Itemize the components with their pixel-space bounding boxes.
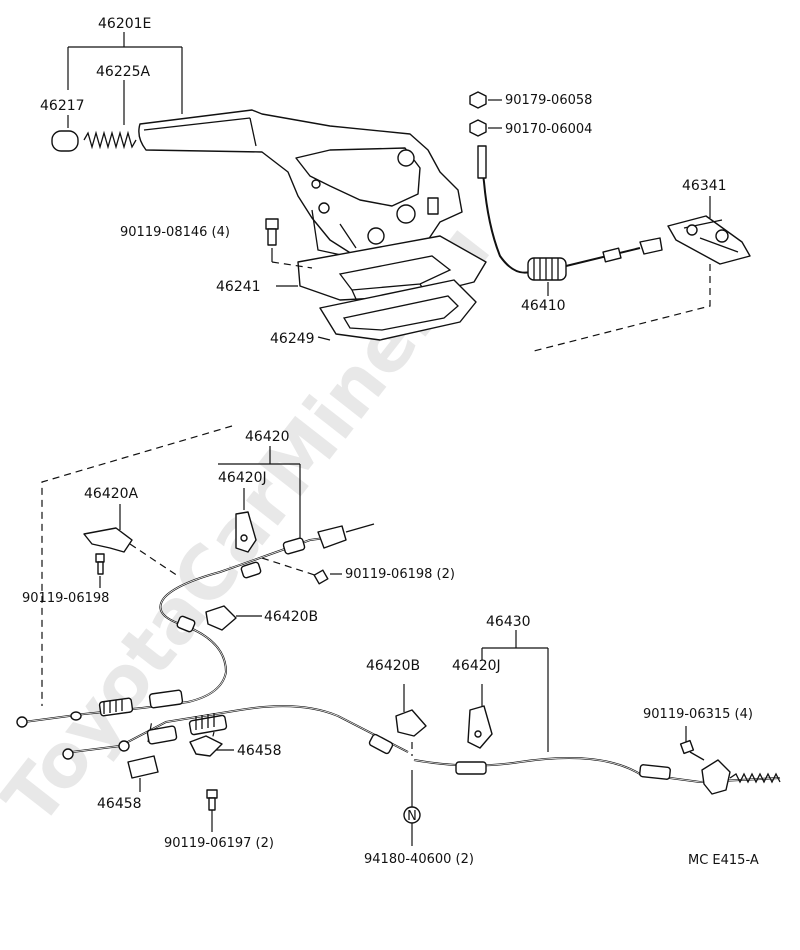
front-brake-cable [477, 145, 663, 296]
cable-equalizer [667, 196, 751, 265]
label-46420j-upper: 46420J [218, 470, 267, 486]
release-knob [51, 130, 79, 152]
bolt-90119-06197 [206, 789, 218, 832]
clamp-dashed-link [129, 543, 179, 577]
label-46420b-upper: 46420B [264, 609, 318, 625]
leader-46249 [317, 336, 331, 341]
release-spring [83, 130, 137, 150]
label-90119-06198: 90119-06198 [22, 591, 109, 606]
nut-90179-06058 [469, 91, 502, 109]
label-90119-06198-pair: 90119-06198 (2) [345, 567, 455, 582]
bolt-90119-08146 [265, 218, 279, 262]
left-cable-dashed-boundary [41, 425, 233, 706]
note-n-symbol: N [407, 809, 417, 824]
equalizer-dashed-link [529, 264, 711, 353]
label-46420b-lower: 46420B [366, 658, 420, 674]
label-90170-06004: 90170-06004 [505, 122, 592, 137]
parking-brake-lever [138, 109, 463, 259]
lever-assembly-bracket [67, 32, 183, 128]
cable-retainer-46458-left [127, 755, 159, 792]
cable-clamp-46420b-upper [205, 605, 262, 631]
label-46217: 46217 [40, 98, 85, 114]
label-90119-06197: 90119-06197 (2) [164, 836, 274, 851]
nut-90170-06004 [469, 119, 502, 137]
bolt-90119-06315 [679, 726, 705, 761]
bolt-90119-06198-pair [313, 569, 342, 585]
label-90179-06058: 90179-06058 [505, 93, 592, 108]
label-46201e: 46201E [98, 16, 151, 32]
label-46420: 46420 [245, 429, 290, 445]
figure-code: MC E415-A [688, 853, 759, 868]
label-46458-left: 46458 [97, 796, 142, 812]
cable-clamp-46420a [83, 504, 133, 588]
bolt-dashed-guide [271, 261, 313, 269]
label-90119-08146: 90119-08146 (4) [120, 225, 230, 240]
label-46341: 46341 [682, 178, 727, 194]
cable-clamp-46420j-upper [235, 511, 257, 553]
label-94180-40600: 94180-40600 (2) [364, 852, 474, 867]
cable-clamp-46420b-lower [395, 709, 427, 737]
label-46249: 46249 [270, 331, 315, 347]
label-46420j-lower: 46420J [452, 658, 501, 674]
left-rear-cable [16, 523, 375, 728]
label-46225a: 46225A [96, 64, 151, 80]
label-46241: 46241 [216, 279, 261, 295]
left-cable-bracket [218, 446, 301, 542]
cable-clamp-46420j-lower [467, 705, 493, 749]
right-rear-cable [62, 705, 781, 795]
label-46410: 46410 [521, 298, 566, 314]
label-46458-right: 46458 [237, 743, 282, 759]
nut-94180-40600: N [403, 770, 421, 846]
boot-gasket [319, 279, 477, 341]
bolt-dashed-link [261, 557, 325, 579]
cable-retainer-46458-right [189, 735, 234, 757]
label-46430: 46430 [486, 614, 531, 630]
label-90119-06315: 90119-06315 (4) [643, 707, 753, 722]
label-46420a: 46420A [84, 486, 139, 502]
right-cable-bracket [403, 630, 549, 752]
